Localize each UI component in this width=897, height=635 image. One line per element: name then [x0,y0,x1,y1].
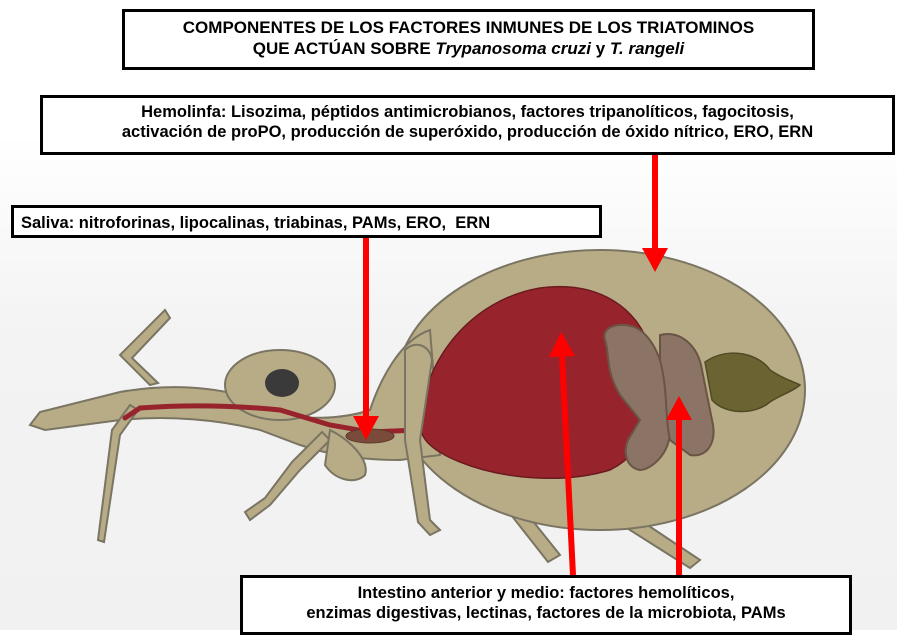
title-line-2-conjunction: y [591,39,610,58]
rostrum [98,405,138,542]
front-leg [245,432,330,520]
title-line-2: QUE ACTÚAN SOBRE Trypanosoma cruzi y T. … [125,39,812,60]
hemolinfa-line-2: activación de proPO, producción de super… [43,122,892,142]
hemolinfa-callout: Hemolinfa: Lisozima, péptidos antimicrob… [40,95,895,155]
antenna [120,310,170,385]
saliva-text: Saliva: nitroforinas, lipocalinas, triab… [21,213,599,233]
intestine-line-1: Intestino anterior y medio: factores hem… [243,583,849,603]
hemolinfa-line-1: Hemolinfa: Lisozima, péptidos antimicrob… [43,102,892,122]
title-line-1: COMPONENTES DE LOS FACTORES INMUNES DE L… [125,18,812,39]
eye [265,369,299,397]
intestine-callout: Intestino anterior y medio: factores hem… [240,575,852,635]
title-species-2: T. rangeli [610,39,684,58]
title-line-2-prefix: QUE ACTÚAN SOBRE [253,39,436,58]
title-box: COMPONENTES DE LOS FACTORES INMUNES DE L… [122,9,815,70]
intestine-line-2: enzimas digestivas, lectinas, factores d… [243,603,849,623]
title-species-1: Trypanosoma cruzi [435,39,591,58]
saliva-callout: Saliva: nitroforinas, lipocalinas, triab… [11,205,602,238]
